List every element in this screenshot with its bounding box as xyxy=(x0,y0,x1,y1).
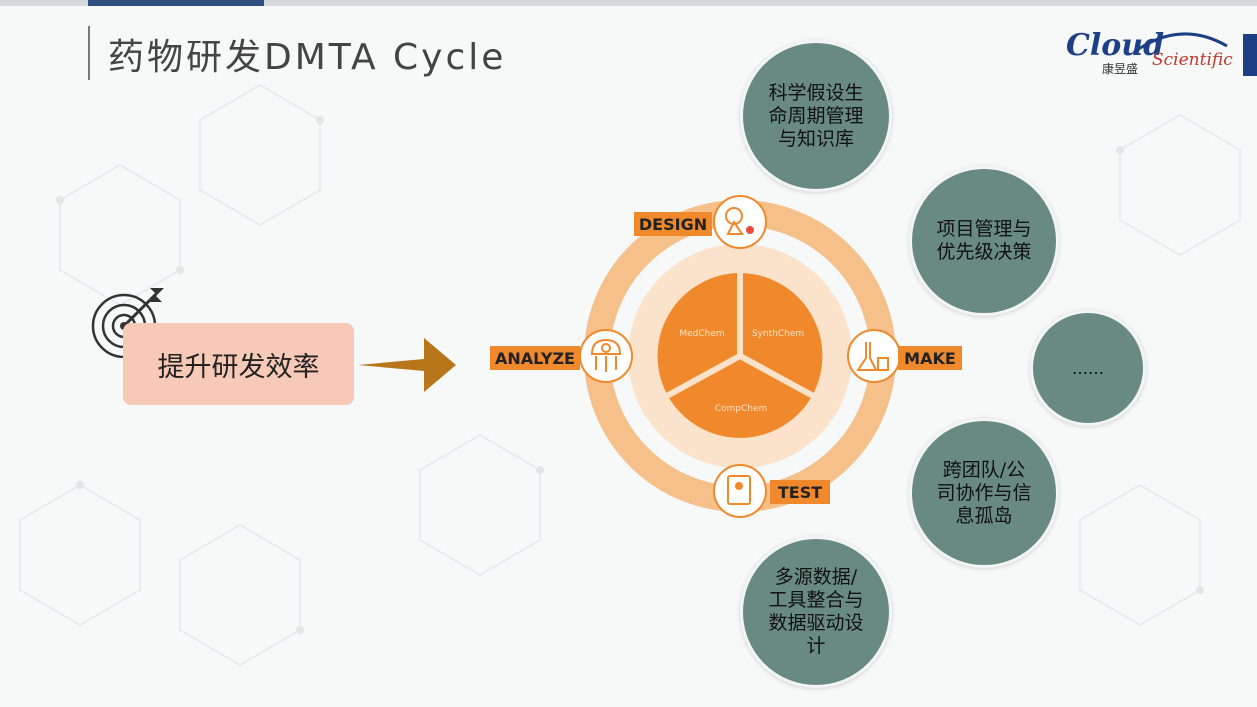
logo-arc-icon xyxy=(1136,32,1228,52)
bubble-text: 项目管理与优先级决策 xyxy=(936,218,1032,263)
dmta-cycle-diagram: MedChem SynthChem CompChem DESIGN MAKE T… xyxy=(490,195,962,518)
stage-design-label: DESIGN xyxy=(639,215,707,234)
slide-title: 药物研发DMTA Cycle xyxy=(108,37,507,78)
company-logo: Cloud Scientific 康昱盛 xyxy=(1062,26,1237,86)
logo-brand-text: Cloud xyxy=(1066,28,1165,63)
challenge-bubble-project: 项目管理与优先级决策 xyxy=(909,166,1059,316)
challenge-bubble-data: 多源数据/工具整合与数据驱动设计 xyxy=(740,536,892,688)
bubble-text: …… xyxy=(1072,358,1104,378)
make-icon xyxy=(847,329,901,383)
stage-make-label-bg xyxy=(898,346,962,370)
bubble-text: 跨团队/公司协作与信息孤岛 xyxy=(936,458,1032,527)
logo-chinese-text: 康昱盛 xyxy=(1102,62,1139,76)
segment-compchem xyxy=(660,352,820,444)
challenge-bubble-collaboration: 跨团队/公司协作与信息孤岛 xyxy=(909,418,1059,568)
stage-test-label-bg xyxy=(770,480,830,504)
bubble-text: 多源数据/工具整合与数据驱动设计 xyxy=(768,566,864,657)
stage-make-label: MAKE xyxy=(904,349,956,368)
bubble-text: 科学假设生命周期管理与知识库 xyxy=(768,81,864,150)
challenge-bubble-knowledge: 科学假设生命周期管理与知识库 xyxy=(740,40,892,192)
stage-analyze-label-bg xyxy=(490,346,580,370)
top-bar xyxy=(0,0,1257,6)
segment-label-compchem: CompChem xyxy=(715,404,768,414)
segment-label-medchem: MedChem xyxy=(679,329,724,339)
challenge-bubble-more: …… xyxy=(1030,310,1146,426)
stage-test-label: TEST xyxy=(778,483,822,502)
logo-sub-text: Scientific xyxy=(1152,50,1233,70)
cycle-pie xyxy=(651,266,829,444)
stage-analyze-label: ANALYZE xyxy=(495,349,575,368)
segment-label-synthchem: SynthChem xyxy=(752,329,804,339)
goal-box: 提升研发效率 xyxy=(123,323,354,405)
stage-design-label-bg xyxy=(634,212,712,236)
arrow-icon xyxy=(358,338,456,392)
test-icon xyxy=(713,464,767,518)
title-divider xyxy=(88,26,90,80)
top-bar-accent xyxy=(88,0,264,6)
right-edge-accent xyxy=(1243,34,1257,76)
